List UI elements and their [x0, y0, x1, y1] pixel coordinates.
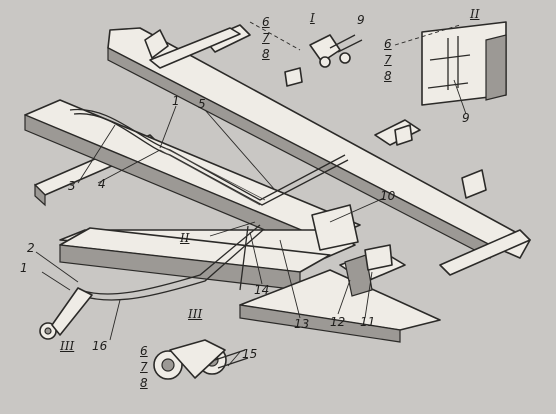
upper-brackets [144, 29, 487, 199]
roman-II-mid: II [180, 231, 190, 245]
callout-6-fitting: 6 [140, 344, 148, 358]
callout-15: 15 [242, 347, 258, 361]
callout-14: 14 [254, 283, 270, 297]
callout-6-inset-I: 6 [262, 15, 270, 29]
roman-III-mid: III [188, 307, 203, 321]
inset-II-detail [394, 21, 507, 106]
valve-assembly [311, 204, 393, 297]
callout-1: 1 [20, 261, 28, 275]
front-lower-beam [59, 227, 331, 291]
callout-7-inset-II: 7 [384, 53, 392, 67]
callout-6-inset-II: 6 [384, 37, 392, 51]
callout-10: 10 [380, 189, 396, 203]
callout-3: 3 [68, 179, 76, 193]
upper-longitudinal-beam [107, 27, 531, 259]
inset-I-detail [249, 21, 363, 68]
roman-II-top: II [470, 7, 480, 21]
callout-9-inset-II: 9 [462, 111, 470, 125]
callout-7-fitting: 7 [140, 360, 148, 374]
callout-16: 16 [92, 339, 108, 353]
callout-12: 12 [330, 315, 346, 329]
callout-1-upper: 1 [172, 94, 180, 108]
coupler-head [39, 287, 93, 340]
hose-lines [79, 224, 264, 301]
fitting-assembly [153, 339, 249, 380]
callout-5: 5 [198, 97, 206, 111]
brake-pipe [69, 108, 349, 206]
leader-lines [35, 79, 467, 367]
callout-7-inset-I: 7 [262, 31, 270, 45]
roman-I-top: I [310, 11, 315, 25]
callout-11: 11 [360, 315, 376, 329]
roman-III-low: III [60, 339, 75, 353]
callout-8-fitting: 8 [140, 376, 148, 390]
callout-4: 4 [98, 177, 106, 191]
callout-8-inset-II: 8 [384, 69, 392, 83]
callout-13: 13 [294, 317, 310, 331]
callout-8-inset-I: 8 [262, 47, 270, 61]
callout-9-inset-I: 9 [357, 13, 365, 27]
callout-2: 2 [27, 241, 35, 255]
